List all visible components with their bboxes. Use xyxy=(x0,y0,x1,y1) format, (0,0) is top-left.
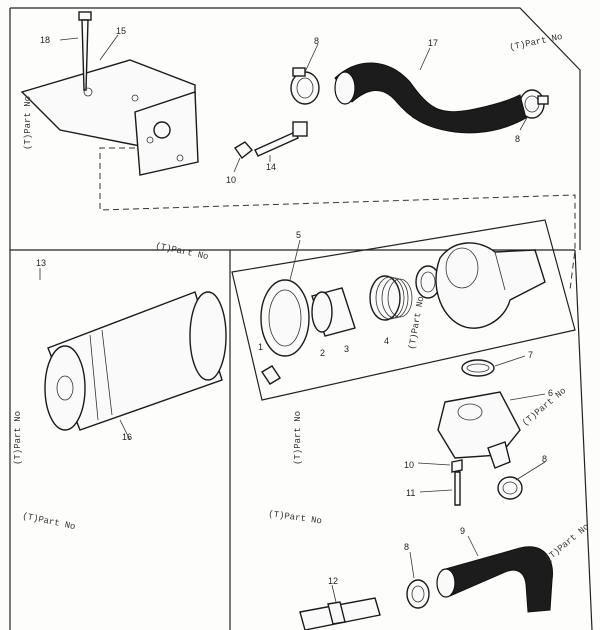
bolt-and-nut xyxy=(233,121,308,160)
ref-filter-left: (T)Part No xyxy=(13,411,23,465)
ref-top-left: (T)Part No xyxy=(23,96,33,150)
callout-8-mid: 8 xyxy=(542,454,547,464)
ref-housing: (T)Part No xyxy=(407,296,426,351)
callout-10-top: 10 xyxy=(226,175,236,185)
cap-screw-18 xyxy=(78,11,92,91)
ref-box-bottom: (T)Part No xyxy=(293,411,303,465)
callout-1: 1 xyxy=(258,342,263,352)
callout-11: 11 xyxy=(406,488,415,498)
fitting-12 xyxy=(299,597,381,630)
ref-top-right: (T)Part No xyxy=(509,32,564,53)
callout-8-top-right: 8 xyxy=(515,134,520,144)
callout-14: 14 xyxy=(266,162,276,172)
callout-15: 15 xyxy=(116,26,126,36)
upper-hose xyxy=(334,62,527,134)
hose-clamp-top-left xyxy=(290,67,320,105)
callout-16: 16 xyxy=(122,432,132,442)
callout-2: 2 xyxy=(320,348,325,358)
housing-group-box xyxy=(231,219,576,401)
housing-screw xyxy=(261,365,281,385)
filter-head-housing xyxy=(435,242,546,329)
callout-6: 6 xyxy=(548,388,553,398)
callout-numbers: 18 15 8 17 8 10 14 5 1 2 3 4 16 13 7 6 1… xyxy=(36,26,553,586)
screw-11 xyxy=(451,459,463,506)
sleeve xyxy=(311,287,356,337)
ref-mid-left: (T)Part No xyxy=(154,241,209,262)
callout-18-top: 18 xyxy=(40,35,50,45)
gasket-ring xyxy=(260,279,310,357)
spring xyxy=(369,275,413,321)
ref-filter-lower: (T)Part No xyxy=(21,511,76,532)
dashed-route xyxy=(99,147,576,291)
hose-clamp-mid xyxy=(497,476,523,500)
callout-13-left: 13 xyxy=(36,258,46,268)
adapter-block xyxy=(437,391,521,469)
callout-5: 5 xyxy=(296,230,301,240)
hose-clamp-top-right xyxy=(519,89,549,119)
callout-3: 3 xyxy=(344,344,349,354)
callout-8-top-left: 8 xyxy=(314,36,319,46)
callout-10-mid: 10 xyxy=(404,460,414,470)
callout-8-lower: 8 xyxy=(404,542,409,552)
mounting-bracket xyxy=(20,59,199,176)
o-ring-7 xyxy=(461,359,495,377)
callout-17: 17 xyxy=(428,38,438,48)
frame-lines xyxy=(9,7,593,630)
callout-9: 9 xyxy=(460,526,465,536)
callout-12: 12 xyxy=(328,576,338,586)
hose-clamp-lower xyxy=(406,579,430,609)
callout-4: 4 xyxy=(384,336,389,346)
spin-on-filter xyxy=(44,291,227,431)
callout-7: 7 xyxy=(528,350,533,360)
ref-right-low: (T)Part No xyxy=(544,522,592,564)
ref-center-low: (T)Part No xyxy=(268,509,323,526)
ref-right-mid: (T)Part No xyxy=(521,386,569,428)
leader-lines xyxy=(39,34,546,603)
lower-hose xyxy=(436,546,554,613)
